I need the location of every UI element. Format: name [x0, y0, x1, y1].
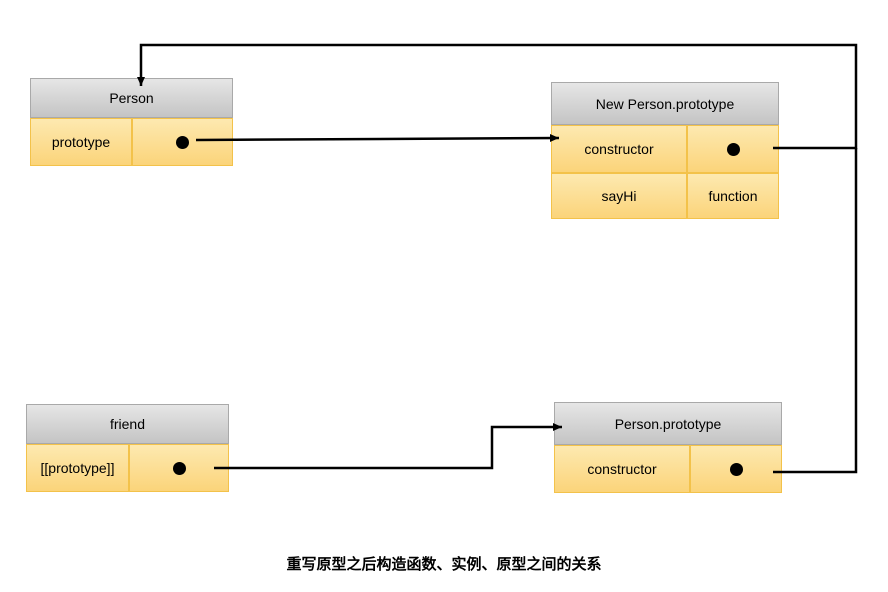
new-prototype-header: New Person.prototype — [551, 82, 779, 125]
pointer-dot-icon — [726, 142, 740, 156]
friend-to-old-prototype-arrow — [214, 423, 562, 470]
person-header: Person — [30, 78, 233, 118]
person-prototype-value — [132, 118, 233, 166]
old-prototype-constructor-label: constructor — [554, 445, 690, 493]
diagram-caption: 重写原型之后构造函数、实例、原型之间的关系 — [286, 555, 602, 573]
friend-prototype-value — [129, 444, 229, 492]
new-constructor-to-person-arrow — [137, 43, 858, 150]
pointer-dot-icon — [729, 462, 743, 476]
person-to-new-prototype-arrow — [195, 134, 560, 143]
new-prototype-sayhi-value: function — [687, 173, 779, 219]
old-prototype-constructor-value — [690, 445, 782, 493]
friend-prototype-label: [[prototype]] — [26, 444, 129, 492]
pointer-dot-icon — [176, 135, 189, 149]
old-constructor-to-person-line — [773, 148, 858, 474]
pointer-dot-icon — [172, 461, 186, 475]
new-prototype-sayhi-label: sayHi — [551, 173, 687, 219]
friend-header: friend — [26, 404, 229, 444]
new-prototype-constructor-label: constructor — [551, 125, 687, 173]
person-prototype-label: prototype — [30, 118, 132, 166]
